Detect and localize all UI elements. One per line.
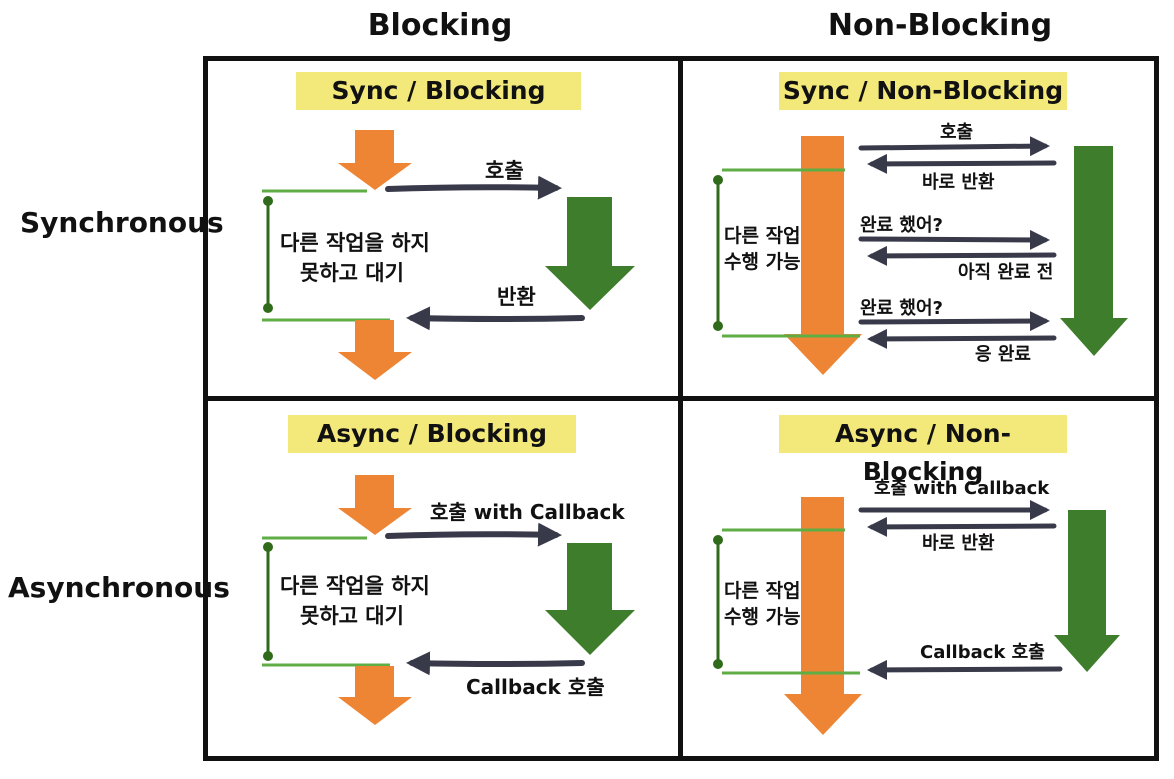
callee-arrow <box>545 543 635 655</box>
return-arrow <box>867 153 1057 174</box>
poll-arrow <box>858 311 1050 332</box>
grid-divider-horizontal <box>203 396 1159 401</box>
return-arrow <box>406 306 585 331</box>
poll-label: 완료 했어? <box>860 298 943 319</box>
callee-arrow <box>545 197 635 310</box>
call-label: 호출 <box>940 122 973 143</box>
reply-arrow <box>867 328 1057 349</box>
wait-label-line2: 못하고 대기 <box>300 604 404 628</box>
sync-nonblocking-title: Sync / Non-Blocking <box>779 72 1067 110</box>
call-arrow <box>385 175 562 200</box>
bracket-dot <box>263 303 273 313</box>
bracket-dot <box>713 535 723 545</box>
callback-label: Callback 호출 <box>466 675 605 699</box>
column-header-non-blocking: Non-Blocking <box>827 8 1053 43</box>
other-work-label-line1: 다른 작업 <box>724 580 801 602</box>
callee-arrow <box>1054 510 1120 672</box>
sync-blocking-title: Sync / Blocking <box>296 72 581 110</box>
grid-divider-vertical <box>678 56 683 761</box>
caller-arrow-bottom <box>338 320 412 380</box>
caller-arrow-top <box>338 130 412 190</box>
wait-label-line1: 다른 작업을 하지 <box>280 574 430 598</box>
bracket-dot <box>263 651 273 661</box>
poll-arrow <box>858 229 1050 250</box>
call-arrow <box>385 522 562 547</box>
callee-arrow <box>1060 146 1128 356</box>
callback-arrow <box>406 651 585 676</box>
other-work-label-line2: 수행 가능 <box>724 251 801 273</box>
sync-blocking-diagram: 호출 반환 다른 작업을 하지 못하고 대기 <box>262 130 635 380</box>
bracket-dot <box>713 175 723 185</box>
wait-label-line2: 못하고 대기 <box>300 261 404 285</box>
row-header-synchronous: Synchronous <box>20 206 224 239</box>
other-work-label-line1: 다른 작업 <box>724 225 801 247</box>
bracket-dot <box>263 542 273 552</box>
wait-label-line1: 다른 작업을 하지 <box>280 231 430 255</box>
bracket-dot <box>713 659 723 669</box>
bracket-dot <box>713 321 723 331</box>
caller-arrow-top <box>338 475 412 535</box>
caller-arrow-bottom <box>338 666 412 725</box>
async-blocking-title: Async / Blocking <box>288 415 576 453</box>
reply-arrow <box>867 245 1057 266</box>
async-nonblocking-diagram: 호출 with Callback 바로 반환 Callback 호출 다른 작업… <box>713 478 1120 735</box>
poll-label: 완료 했어? <box>860 215 943 236</box>
reply-label: 응 완료 <box>975 344 1031 365</box>
call-arrow <box>858 136 1050 157</box>
async-nonblocking-title: Async / Non-Blocking <box>779 415 1067 486</box>
column-header-blocking: Blocking <box>367 8 513 43</box>
immediate-return-label: 바로 반환 <box>922 171 995 193</box>
callback-arrow <box>867 659 1063 680</box>
row-header-asynchronous: Asynchronous <box>8 571 230 604</box>
other-work-label-line2: 수행 가능 <box>724 606 801 628</box>
call-label: 호출 with Callback <box>874 478 1050 499</box>
caller-arrow <box>784 497 862 735</box>
sync-nonblocking-diagram: 호출 바로 반환 완료 했어? 아직 완료 전 완료 했어? 응 완료 다른 작… <box>713 122 1128 375</box>
async-blocking-diagram: 호출 with Callback Callback 호출 다른 작업을 하지 못… <box>262 475 635 725</box>
call-label: 호출 with Callback <box>430 500 625 524</box>
call-label: 호출 <box>485 159 524 183</box>
immediate-return-label: 바로 반환 <box>922 532 995 554</box>
return-label: 반환 <box>497 285 536 309</box>
reply-label: 아직 완료 전 <box>958 262 1053 283</box>
caller-arrow <box>784 136 862 375</box>
return-arrow <box>867 516 1057 537</box>
bracket-dot <box>263 196 273 206</box>
callback-label: Callback 호출 <box>920 642 1045 663</box>
